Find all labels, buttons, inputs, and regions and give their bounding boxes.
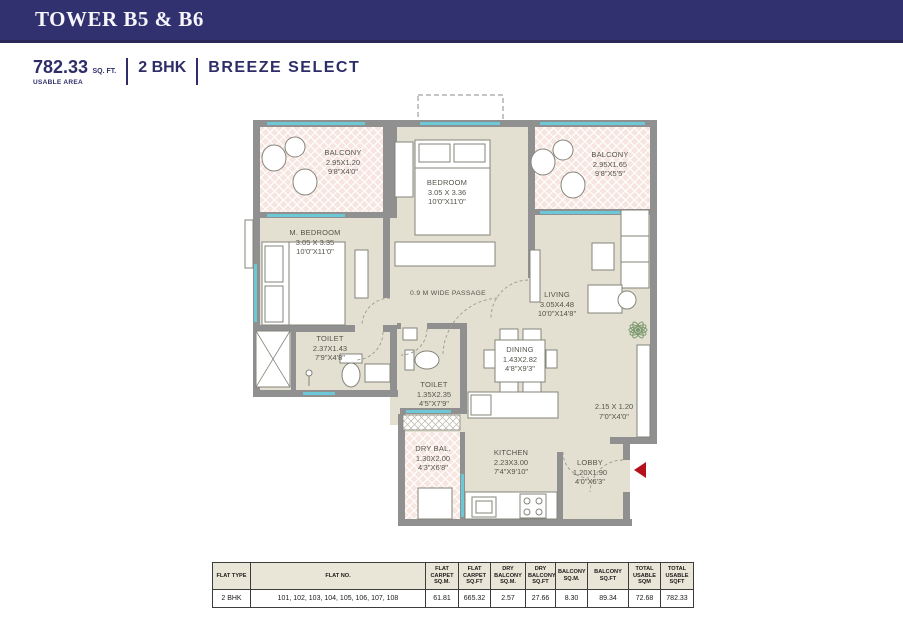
furniture-layer — [244, 136, 651, 520]
room-label-deck: 2.15 X 1.20 7'0"X4'0" — [594, 402, 634, 421]
col-total-usable-sqm: TOTAL USABLE SQM — [628, 562, 661, 590]
room-label-toilet-1: TOILET 2.37X1.43 7'9"X4'8" — [312, 334, 348, 363]
title-bar: TOWER B5 & B6 — [0, 0, 903, 43]
cell-total-usable-sqft: 782.33 — [660, 589, 694, 608]
col-dry-balcony-sqft: DRY BALCONY SQ.FT — [525, 562, 556, 590]
collection-name: BREEZE SELECT — [208, 59, 361, 76]
page-title: TOWER B5 & B6 — [35, 7, 204, 31]
plant-icon — [628, 321, 648, 339]
cell-flat-carpet-sqft: 665.32 — [458, 589, 491, 608]
entry-arrow-icon — [634, 462, 646, 478]
room-label-balcony-right: BALCONY 2.95X1.65 9'8"X5'5" — [591, 150, 629, 179]
windows-layer — [254, 122, 645, 517]
room-label-bedroom: BEDROOM 3.05 X 3.36 10'0"X11'0" — [426, 178, 468, 207]
table-row: 2 BHK 101, 102, 103, 104, 105, 106, 107,… — [212, 589, 694, 608]
room-label-balcony-left: BALCONY 2.95X1.20 9'8"X4'0" — [324, 148, 362, 177]
col-dry-balcony-sqm: DRY BALCONY SQ.M. — [490, 562, 526, 590]
vent-hatch — [402, 414, 461, 431]
cell-dry-balcony-sqm: 2.57 — [490, 589, 526, 608]
cell-flat-type: 2 BHK — [212, 589, 251, 608]
balcony-areas — [259, 126, 654, 524]
door-arcs — [354, 279, 624, 493]
area-statement-table: FLAT TYPE FLAT NO. FLAT CARPET SQ.M. FLA… — [212, 562, 694, 608]
cell-flat-no: 101, 102, 103, 104, 105, 106, 107, 108 — [250, 589, 426, 608]
cell-dry-balcony-sqft: 27.66 — [525, 589, 556, 608]
cell-flat-carpet-sqm: 61.81 — [425, 589, 459, 608]
floor-plan: BALCONY 2.95X1.20 9'8"X4'0" BEDROOM 3.05… — [243, 92, 663, 542]
col-balcony-sqm: BALCONY SQ.M. — [555, 562, 588, 590]
room-label-master-bedroom: M. BEDROOM 3.05 X 3.35 10'0"X11'0" — [289, 228, 341, 257]
usable-area: 782.33 SQ. FT. USABLE AREA — [33, 58, 116, 86]
separator — [126, 58, 129, 85]
cell-balcony-sqft: 89.34 — [587, 589, 629, 608]
cell-total-usable-sqm: 72.68 — [628, 589, 661, 608]
area-unit: SQ. FT. — [92, 68, 117, 75]
passage-label: 0.9 M WIDE PASSAGE — [410, 290, 486, 297]
unit-summary: 782.33 SQ. FT. USABLE AREA 2 BHK BREEZE … — [33, 58, 360, 86]
floor-plan-drawing — [244, 94, 657, 526]
area-value: 782.33 — [33, 57, 89, 77]
col-balcony-sqft: BALCONY SQ.FT — [587, 562, 629, 590]
shaft — [255, 330, 291, 388]
duct-outline — [417, 94, 504, 126]
separator — [196, 58, 199, 85]
col-flat-no: FLAT NO. — [250, 562, 426, 590]
col-total-usable-sqft: TOTAL USABLE SQFT — [660, 562, 694, 590]
flat-type: 2 BHK — [138, 59, 187, 76]
room-label-toilet-2: TOILET 1.35X2.35 4'5"X7'9" — [416, 380, 452, 409]
col-flat-carpet-sqm: FLAT CARPET SQ.M. — [425, 562, 459, 590]
room-label-kitchen: KITCHEN 2.23X3.00 7'4"X9'10" — [493, 448, 529, 477]
room-label-living: LIVING 3.05X4.48 10'0"X14'8" — [537, 290, 577, 319]
col-flat-type: FLAT TYPE — [212, 562, 251, 590]
area-label: USABLE AREA — [33, 79, 84, 86]
table-header-row: FLAT TYPE FLAT NO. FLAT CARPET SQ.M. FLA… — [212, 562, 694, 590]
room-label-dining: DINING 1.43X2.82 4'8"X9'3" — [502, 345, 538, 374]
room-label-dry-balcony: DRY BAL. 1.30X2.00 4'3"X6'8" — [415, 444, 451, 473]
cell-balcony-sqm: 8.30 — [555, 589, 588, 608]
room-label-lobby: LOBBY 1.20X1.90 4'0"X6'3" — [572, 458, 608, 487]
col-flat-carpet-sqft: FLAT CARPET SQ.FT — [458, 562, 491, 590]
